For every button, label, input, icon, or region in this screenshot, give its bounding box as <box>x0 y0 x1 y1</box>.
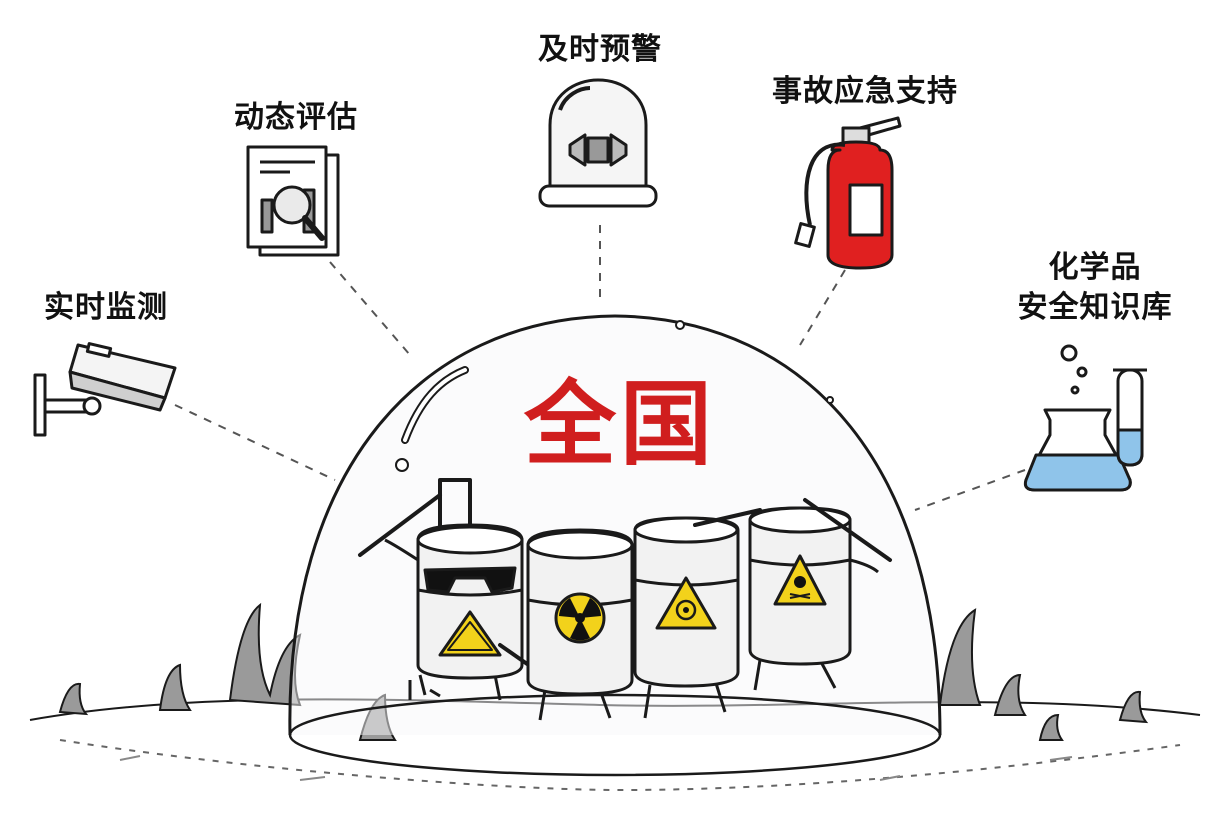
lab-flask-icon <box>1023 344 1147 492</box>
label-emergency-support: 事故应急支持 <box>772 74 958 109</box>
magnifier-report-icon <box>246 145 340 257</box>
label-realtime-monitoring: 实时监测 <box>44 290 168 325</box>
grass-tufts <box>58 602 1149 741</box>
center-title: 全国 <box>523 371 716 478</box>
barrel-biohazard <box>633 508 762 719</box>
label-early-warning: 及时预警 <box>538 32 662 67</box>
label-knowledge-base-line2: 安全知识库 <box>1017 290 1173 325</box>
label-knowledge-base: 化学品 安全知识库 <box>1000 248 1190 328</box>
security-camera-icon <box>33 342 177 437</box>
label-dynamic-assessment: 动态评估 <box>234 100 358 135</box>
connector-lines <box>174 225 1026 511</box>
alarm-siren-icon <box>538 78 658 208</box>
barrel-radiation <box>526 528 634 721</box>
barrel-toxic <box>748 498 892 691</box>
barrel-flammable <box>358 478 552 701</box>
label-knowledge-base-line1: 化学品 <box>1048 250 1142 285</box>
fire-extinguisher-icon <box>794 116 902 270</box>
